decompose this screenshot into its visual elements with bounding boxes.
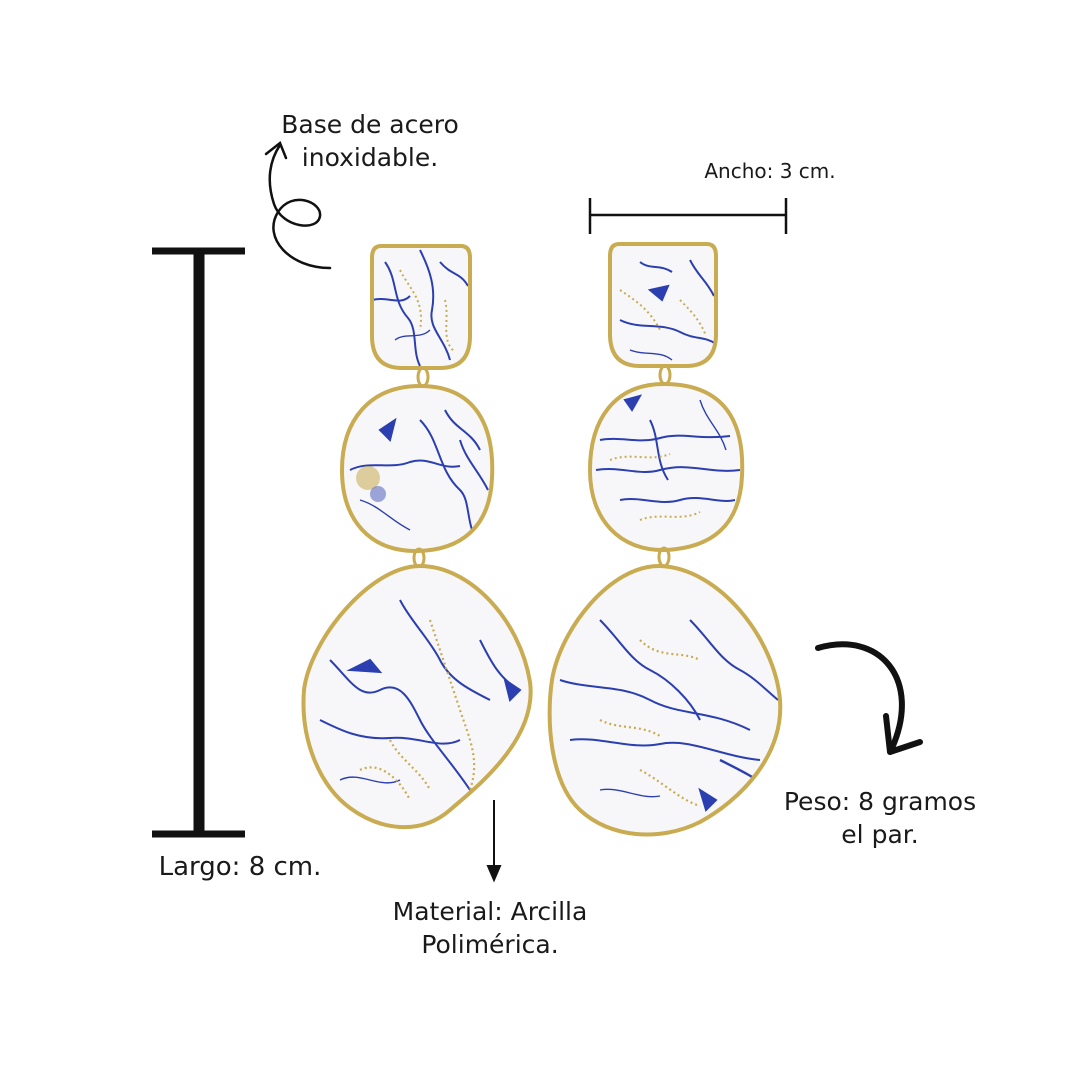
curly-arrow-icon	[264, 140, 332, 270]
length-label: Largo: 8 cm.	[158, 852, 322, 882]
weight-line-1: Peso: 8 gramos	[783, 787, 977, 816]
material-label: Material: Arcilla Polimérica.	[355, 895, 625, 961]
base-line-1: Base de acero	[281, 110, 459, 139]
weight-label: Peso: 8 gramos el par.	[750, 785, 1010, 851]
width-dimension-bar	[588, 198, 788, 234]
base-material-label: Base de acero inoxidable.	[250, 108, 490, 174]
material-line-2: Polimérica.	[421, 930, 559, 959]
length-dimension-bar	[152, 247, 245, 838]
curved-arrow-icon	[815, 641, 923, 755]
weight-line-2: el par.	[841, 820, 919, 849]
right-earring	[547, 242, 783, 837]
material-line-1: Material: Arcilla	[392, 897, 588, 926]
left-earring	[301, 244, 533, 830]
base-line-2: inoxidable.	[301, 143, 439, 172]
width-label: Ancho: 3 cm.	[704, 159, 836, 183]
down-arrow-icon	[486, 800, 502, 883]
